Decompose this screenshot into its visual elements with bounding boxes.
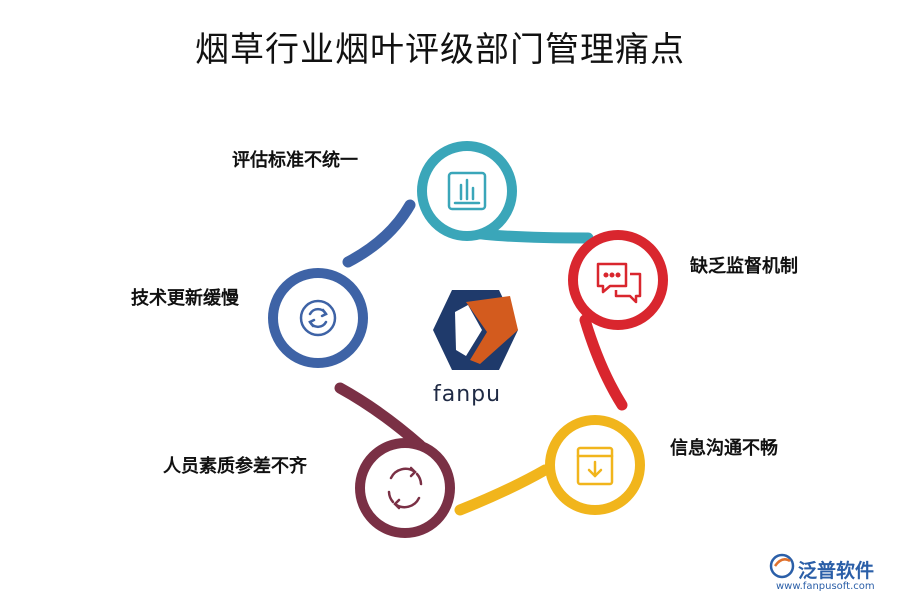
watermark-name: 泛普软件 xyxy=(798,560,875,582)
chart-window-icon xyxy=(447,171,487,211)
connector-blue xyxy=(342,199,416,268)
label-tech-update: 技术更新缓慢 xyxy=(131,288,239,309)
fanpu-logo-mark xyxy=(433,290,518,370)
label-communication: 信息沟通不畅 xyxy=(670,438,778,459)
connector-red xyxy=(579,314,628,411)
chat-bubbles-icon xyxy=(596,262,642,304)
watermark-logo-icon xyxy=(769,553,795,579)
page-title: 烟草行业烟叶评级部门管理痛点 xyxy=(195,30,685,70)
node-red xyxy=(568,230,668,330)
connector-maroon xyxy=(334,382,426,451)
download-box-icon xyxy=(576,446,614,486)
refresh-icon xyxy=(299,299,337,337)
connector-yellow xyxy=(454,464,551,516)
label-supervision: 缺乏监督机制 xyxy=(690,256,798,277)
label-evaluation-standard: 评估标准不统一 xyxy=(232,150,358,171)
connectors xyxy=(334,199,628,516)
watermark-url: www.fanpusoft.com xyxy=(776,581,875,592)
node-yellow xyxy=(545,415,645,515)
logo-wordmark: fanpu xyxy=(433,382,502,407)
node-blue xyxy=(268,268,368,368)
circular-arrows-icon xyxy=(387,466,423,510)
node-teal xyxy=(417,141,517,241)
node-maroon xyxy=(355,438,455,538)
label-staff-quality: 人员素质参差不齐 xyxy=(163,456,307,477)
